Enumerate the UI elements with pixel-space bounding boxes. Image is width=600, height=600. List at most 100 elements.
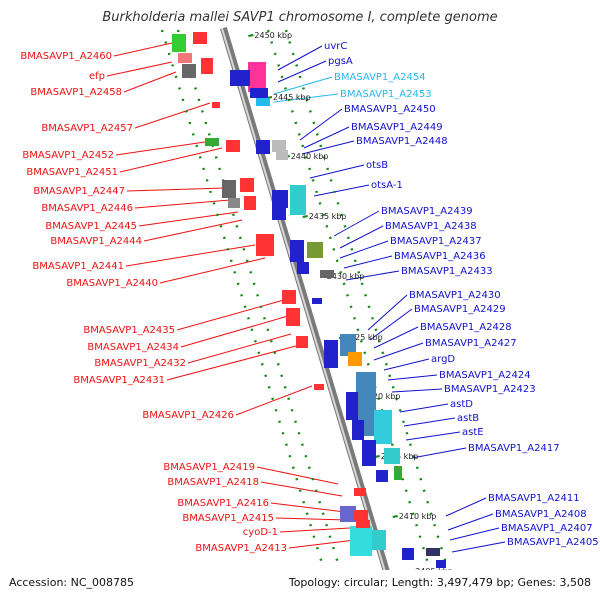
gene-label-right: astD (450, 399, 473, 410)
right-leader-line (445, 497, 487, 517)
gene-label-left: BMASAVP1_A2415 (182, 513, 274, 524)
gene-feature (228, 198, 240, 208)
right-leader-line (277, 45, 323, 71)
gene-label-right: BMASAVP1_A2423 (444, 384, 536, 395)
gene-label-right: BMASAVP1_A2408 (495, 509, 587, 520)
gene-feature (205, 138, 219, 146)
gene-label-left: BMASAVP1_A2451 (26, 167, 118, 178)
left-leader-line (143, 219, 243, 242)
gene-label-right: BMASAVP1_A2450 (344, 104, 436, 115)
gene-label-left: BMASAVP1_A2460 (20, 51, 112, 62)
gene-feature (256, 98, 270, 106)
scale-tick-mark (392, 515, 398, 518)
gene-feature (376, 470, 388, 482)
left-leader-line (123, 71, 177, 93)
gene-feature (354, 488, 366, 496)
gene-feature (290, 240, 304, 262)
gene-feature (272, 190, 288, 208)
gene-feature (193, 32, 207, 44)
footer-background (0, 570, 600, 600)
gene-label-right: BMASAVP1_A2453 (340, 89, 432, 100)
right-leader-line (301, 140, 355, 155)
right-leader-line (309, 164, 365, 179)
gene-feature (212, 102, 220, 108)
gene-feature (384, 448, 400, 464)
left-leader-line (180, 315, 289, 348)
gene-feature (290, 185, 306, 215)
gene-label-left: cyoD-1 (243, 527, 278, 538)
backbone-line (220, 26, 399, 600)
gene-feature (436, 560, 446, 568)
gene-feature (314, 384, 324, 390)
left-leader-line (279, 527, 351, 533)
footer-accession: Accession: NC_008785 (9, 576, 134, 589)
gene-label-left: BMASAVP1_A2446 (41, 203, 133, 214)
gene-feature (272, 140, 286, 152)
gene-label-right: BMASAVP1_A2438 (385, 221, 477, 232)
gene-label-left: BMASAVP1_A2445 (45, 221, 137, 232)
gene-label-left: BMASAVP1_A2418 (167, 477, 259, 488)
gene-features (172, 32, 446, 568)
gene-labels: BMASAVP1_A2460efpBMASAVP1_A2458BMASAVP1_… (20, 41, 598, 554)
right-leader-line (403, 417, 456, 427)
gene-label-right: BMASAVP1_A2424 (439, 370, 531, 381)
gene-feature (320, 270, 334, 278)
right-leader-line (339, 240, 389, 259)
scale-tick-mark (302, 215, 308, 218)
gene-feature (362, 440, 376, 466)
gene-label-right: BMASAVP1_A2405 (507, 537, 599, 548)
gene-feature (222, 180, 236, 198)
gene-label-left: BMASAVP1_A2444 (50, 236, 142, 247)
gene-label-right: BMASAVP1_A2449 (351, 122, 443, 133)
gene-label-left: BMASAVP1_A2432 (94, 358, 186, 369)
gene-feature (348, 352, 362, 366)
left-leader-line (138, 211, 239, 227)
gene-label-left: BMASAVP1_A2447 (33, 186, 125, 197)
gene-label-left: BMASAVP1_A2413 (195, 543, 287, 554)
scale-tick-label: 2435 kbp (309, 212, 347, 221)
right-leader-line (387, 374, 438, 381)
leader-lines (106, 42, 506, 553)
scale-tick-label: 2445 kbp (273, 93, 311, 102)
gene-feature (256, 140, 270, 154)
gene-feature (372, 530, 386, 550)
gene-label-right: astB (457, 413, 479, 424)
left-leader-line (176, 299, 285, 331)
left-leader-line (106, 61, 173, 77)
gene-label-right: otsB (366, 160, 388, 171)
right-leader-line (339, 225, 384, 249)
gene-feature (248, 62, 266, 92)
gene-label-left: BMASAVP1_A2434 (87, 342, 179, 353)
left-leader-line (235, 385, 313, 416)
right-leader-line (411, 447, 467, 459)
gene-feature (230, 70, 250, 86)
left-leader-line (134, 102, 211, 129)
gene-label-right: astE (462, 427, 484, 438)
gene-feature (374, 410, 392, 444)
gene-feature (240, 178, 254, 192)
left-leader-line (159, 257, 266, 284)
left-leader-line (125, 244, 256, 267)
gene-label-right: BMASAVP1_A2428 (420, 322, 512, 333)
right-leader-line (405, 431, 461, 441)
gene-label-right: BMASAVP1_A2433 (401, 266, 493, 277)
right-leader-line (345, 270, 400, 281)
right-leader-line (277, 60, 327, 83)
gene-feature (250, 88, 268, 98)
gene-label-right: BMASAVP1_A2437 (390, 236, 482, 247)
gene-feature (394, 466, 402, 480)
left-leader-line (187, 333, 292, 364)
right-leader-line (367, 294, 408, 331)
gene-label-left: BMASAVP1_A2458 (30, 87, 122, 98)
left-leader-line (270, 502, 346, 513)
gene-label-right: argD (431, 354, 455, 365)
gene-feature (426, 548, 440, 556)
gene-label-left: BMASAVP1_A2431 (73, 375, 165, 386)
gene-feature (340, 334, 356, 356)
right-leader-line (373, 342, 424, 361)
scale-tick-mark (248, 34, 254, 37)
gene-feature (402, 548, 414, 560)
gene-feature (324, 356, 338, 368)
gene-feature (346, 392, 358, 420)
gene-feature (178, 53, 192, 63)
